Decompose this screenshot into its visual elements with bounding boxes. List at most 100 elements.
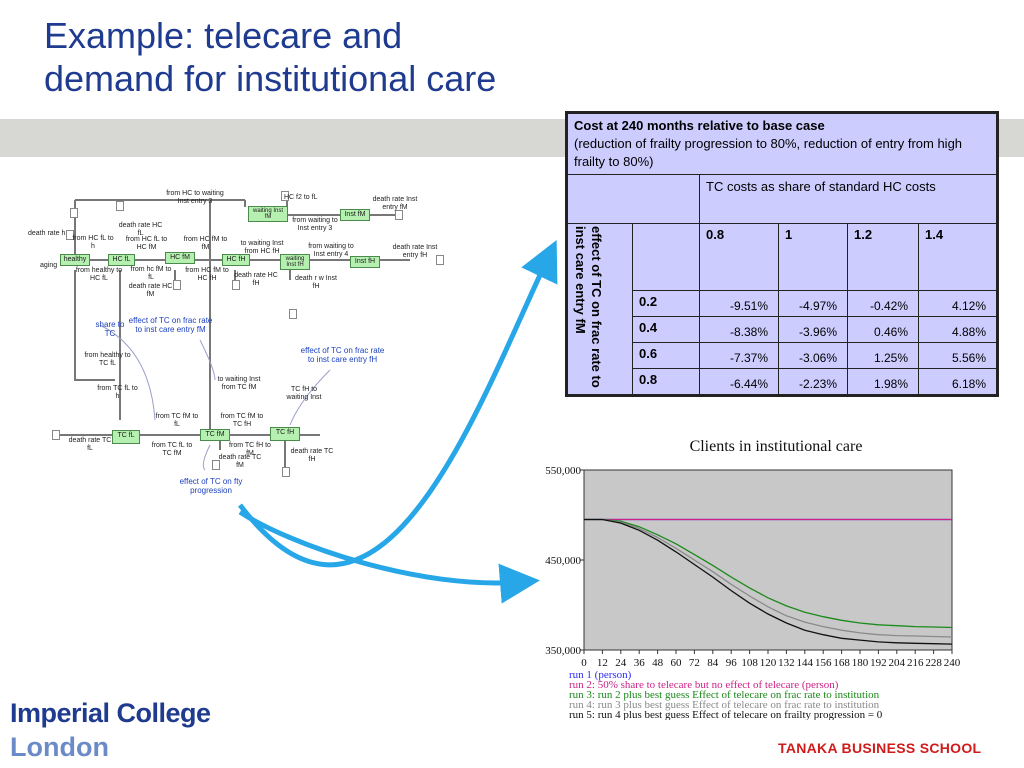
auxiliary-label: effect of TC on fty progression — [179, 477, 243, 495]
x-tick-label: 60 — [671, 657, 683, 669]
x-tick-label: 144 — [797, 657, 814, 669]
legend-entry: run 2: 50% share to telecare but no effe… — [569, 679, 839, 691]
table-corner-cell — [567, 174, 700, 224]
flow-label: to waiting Inst from HC fH — [240, 240, 284, 255]
source-cloud — [173, 280, 181, 290]
slide-title: Example: telecare and demand for institu… — [44, 14, 496, 100]
flow-label: from TC fM to fL — [155, 413, 199, 428]
flow-label: from hc fM to fL — [130, 266, 172, 281]
x-tick-label: 72 — [689, 657, 700, 669]
table-cell: -6.44% — [699, 368, 779, 395]
x-tick-label: 204 — [889, 657, 906, 669]
flow-label: from waiting to Inst entry 4 — [308, 243, 354, 258]
table-cell: 6.18% — [918, 368, 997, 395]
auxiliary-label: effect of TC on frac rate to inst care e… — [128, 316, 213, 334]
x-tick-label: 156 — [815, 657, 832, 669]
x-tick-label: 240 — [944, 657, 961, 669]
stock-healthy: healthy — [60, 254, 90, 266]
x-tick-label: 0 — [581, 657, 587, 669]
legend-entry: run 1 (person) — [569, 670, 632, 681]
x-tick-label: 24 — [615, 657, 627, 669]
flow-label: death rate Inst entry fH — [392, 244, 438, 259]
series-line-3 — [584, 518, 953, 629]
chart-legend: run 1 (person) run 2: 50% share to telec… — [569, 670, 980, 720]
x-tick-label: 120 — [760, 657, 777, 669]
slide-title-line1: Example: telecare and — [44, 15, 403, 56]
x-tick-label: 36 — [634, 657, 646, 669]
table-cell: -2.23% — [778, 368, 848, 395]
x-tick-label: 216 — [907, 657, 924, 669]
logo-london: London — [10, 732, 109, 762]
table-cell: -7.37% — [699, 342, 779, 369]
stock-tc-fl: TC fL — [112, 430, 140, 444]
flow-label: from TC fL to h — [97, 385, 138, 400]
x-tick-label: 84 — [707, 657, 719, 669]
row-axis-label: effect of TC on frac rate to inst care e… — [573, 226, 604, 388]
source-cloud — [52, 430, 60, 440]
flow-label: from waiting to Inst entry 3 — [292, 217, 338, 232]
table-header-title: Cost at 240 months relative to base case — [574, 118, 825, 133]
flow-label: from HC fM to HC fH — [185, 267, 229, 282]
cost-table: Cost at 240 months relative to base case… — [565, 111, 999, 397]
flow-label: death rate TC fL — [68, 437, 112, 452]
source-cloud — [281, 191, 289, 201]
row-header: 0.6 — [632, 342, 700, 369]
table-cell: 4.12% — [918, 290, 997, 317]
row-axis-cell: effect of TC on frac rate to inst care e… — [567, 223, 633, 395]
source-cloud — [70, 208, 78, 218]
table-cell: 4.88% — [918, 316, 997, 343]
stock-inst-fm: Inst fM — [340, 209, 370, 221]
stock-waiting-inst-fm: waiting Inst fM — [248, 206, 288, 222]
legend-entry: run 3: run 2 plus best guess Effect of t… — [569, 689, 880, 701]
flow-label: death rate HC fL — [118, 222, 163, 237]
legend-entry: run 4: run 3 plus best guess Effect of t… — [569, 699, 880, 711]
x-tick-label: 180 — [852, 657, 869, 669]
source-cloud — [116, 201, 124, 211]
stock-hc-fl: HC fL — [108, 254, 135, 266]
y-tick-label: 450,000 — [545, 555, 581, 567]
flow-label: from HC to waiting Inst entry 3 — [166, 190, 224, 205]
table-cell: -9.51% — [699, 290, 779, 317]
table-cell: 1.98% — [847, 368, 919, 395]
table-cell: -4.97% — [778, 290, 848, 317]
table-cell: -0.42% — [847, 290, 919, 317]
slide-title-line2: demand for institutional care — [44, 58, 497, 99]
x-tick-label: 132 — [778, 657, 795, 669]
flow-label: from healthy to HC fL — [75, 267, 123, 282]
stock-hc-fm: HC fM — [165, 252, 195, 264]
school-name: TANAKA BUSINESS SCHOOL — [778, 740, 982, 756]
series-line-4 — [584, 518, 953, 638]
column-header: 1 — [778, 223, 848, 291]
table-cell: -8.38% — [699, 316, 779, 343]
flow-label: aging — [40, 262, 58, 269]
legend-entry: run 5: run 4 plus best guess Effect of t… — [569, 709, 883, 721]
stock-tc-fm: TC fM — [200, 429, 230, 441]
flow-label: death rate Inst entry fM — [372, 196, 418, 211]
flow-label: from HC fL to HC fM — [125, 236, 168, 251]
x-tick-label: 168 — [833, 657, 850, 669]
x-tick-label: 192 — [870, 657, 887, 669]
row-header: 0.8 — [632, 368, 700, 395]
x-tick-label: 96 — [726, 657, 738, 669]
flow-label: from TC fL to TC fM — [151, 442, 193, 457]
flow-label: death rate HC fM — [128, 283, 173, 298]
flow-label: from HC fL to h — [72, 235, 114, 250]
table-header: Cost at 240 months relative to base case… — [567, 113, 997, 175]
flow-label: death rate h — [28, 230, 66, 237]
flow-label: from healthy to TC fL — [84, 352, 131, 367]
auxiliary-label: share to TC — [95, 320, 125, 338]
table-header-note: (reduction of frailty progression to 80%… — [574, 136, 963, 169]
series-line-5 — [584, 518, 953, 645]
source-cloud — [395, 210, 403, 220]
x-tick-label: 12 — [597, 657, 608, 669]
plot-area — [583, 469, 953, 651]
x-tick-label: 48 — [652, 657, 664, 669]
y-tick-label: 550,000 — [545, 465, 581, 477]
y-tick-label: 350,000 — [545, 645, 581, 657]
source-cloud — [212, 460, 220, 470]
table-cell: 5.56% — [918, 342, 997, 369]
x-tick-label: 108 — [741, 657, 758, 669]
logo-imperial: Imperial College — [10, 698, 211, 728]
source-cloud — [66, 230, 74, 240]
